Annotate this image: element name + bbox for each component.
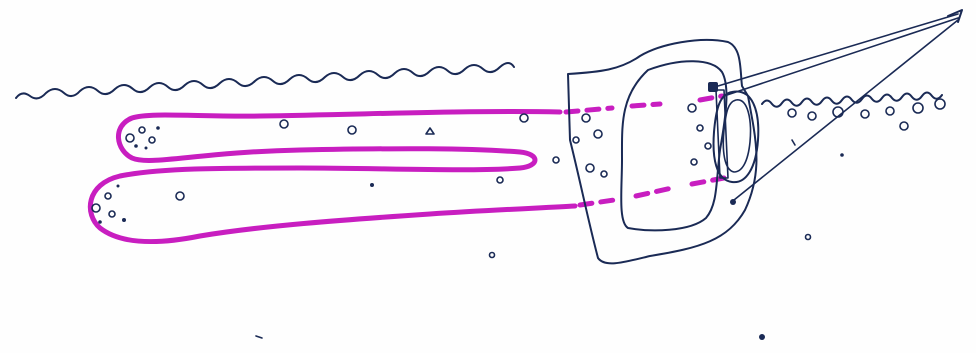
magenta-dashed-lower — [577, 175, 727, 208]
tether-tip — [947, 9, 963, 23]
magenta-loop-trail — [87, 108, 578, 245]
funnel-outer — [567, 39, 758, 265]
funnel-inner — [620, 60, 728, 232]
water-surface-left — [15, 62, 515, 100]
magenta-dashed-upper — [563, 93, 725, 115]
collar-knob — [708, 82, 718, 92]
collar-side — [715, 89, 729, 179]
tether-anchor-dot — [730, 199, 736, 205]
surface-bubbles — [787, 98, 946, 121]
tether-line-lower — [733, 19, 959, 201]
debris-cluster-lower — [91, 184, 126, 224]
tether-line-middle — [723, 17, 959, 97]
water-surface-right — [761, 91, 943, 108]
tether-line-upper — [717, 13, 959, 87]
water-pebbles — [175, 113, 909, 340]
funnel-particles — [552, 103, 712, 178]
debris-cluster-upper — [125, 126, 160, 150]
collar-ring-outer — [712, 90, 760, 184]
